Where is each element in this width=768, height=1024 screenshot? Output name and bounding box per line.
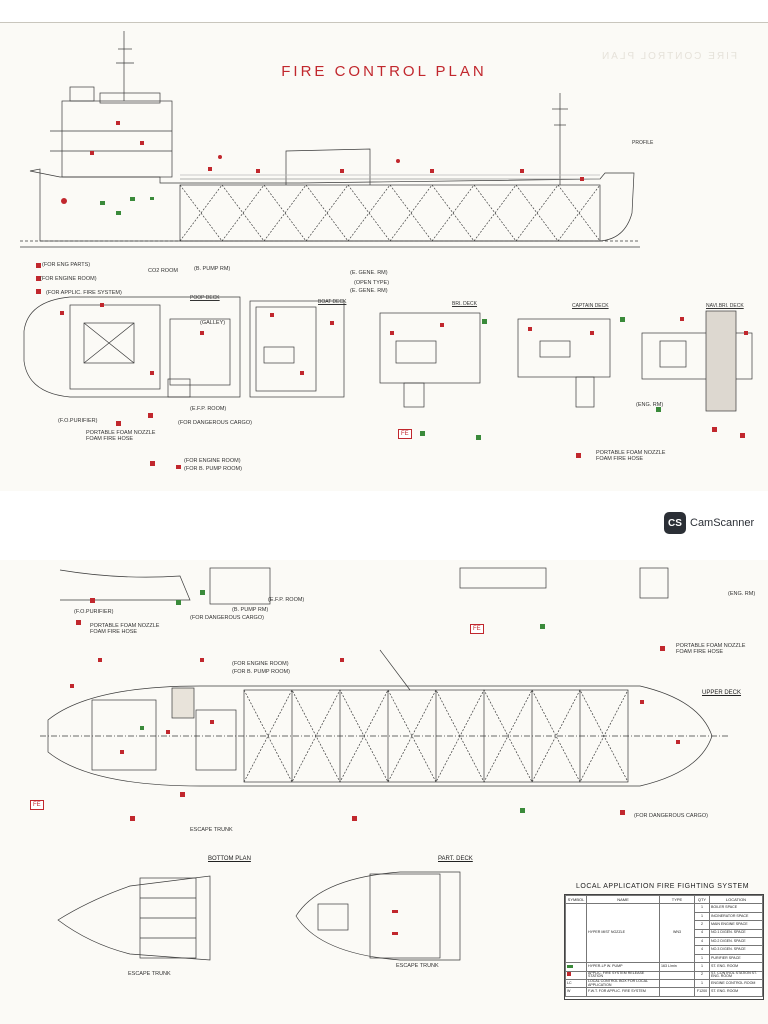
label-portable-foam-top: PORTABLE FOAM NOZZLE — [86, 430, 156, 436]
lafs-name-control: LOCAL CONTROL BOX FOR LOCAL APPLICATION — [586, 978, 660, 989]
label-foam-hose-top: FOAM FIRE HOSE — [86, 436, 134, 442]
lafs-name-pump: HYPER-LP W. PUMP — [586, 962, 660, 972]
lafs-qty-fwt: F1200 — [694, 987, 710, 997]
label-efp-room-bottom: (E.F.P. ROOM) — [268, 597, 305, 603]
lafs-location-release: ST. CONTROL STATION ST. ENG. ROOM — [709, 970, 763, 980]
label-portable-foam-bottom-2: PORTABLE FOAM NOZZLE — [676, 643, 746, 649]
lafs-qty: 4 — [694, 945, 710, 955]
lafs-qty: 1 — [694, 953, 710, 964]
label-for-engine-room-top-2: (FOR ENGINE ROOM) — [184, 458, 241, 464]
label-co2-room: CO2 ROOM — [148, 268, 178, 274]
lafs-location: MAIN ENGINE SPACE — [709, 920, 763, 930]
plan-label-bottom: BOTTOM PLAN — [208, 856, 251, 862]
lafs-table-title: LOCAL APPLICATION FIRE FIGHTING SYSTEM — [576, 883, 750, 890]
label-escape-trunk-2: ESCAPE TRUNK — [128, 971, 171, 977]
lafs-type-control — [659, 978, 695, 989]
label-portable-foam-bottom: PORTABLE FOAM NOZZLE — [90, 623, 160, 629]
label-foam-hose-bottom-2: FOAM FIRE HOSE — [676, 649, 724, 655]
deck-label-boat: BOAT DECK — [318, 299, 347, 305]
label-escape-trunk-3: ESCAPE TRUNK — [396, 963, 439, 969]
label-open-type: (OPEN TYPE) — [354, 280, 390, 286]
lafs-qty: 4 — [694, 936, 710, 947]
label-for-b-pump-room-bottom: (FOR B. PUMP ROOM) — [232, 669, 290, 675]
lafs-header-location: LOCATION — [709, 894, 763, 905]
lafs-symbol-fwt: W — [565, 987, 587, 997]
label-dangerous-cargo-bottom: (FOR DANGEROUS CARGO) — [190, 615, 264, 621]
label-dangerous-cargo-top: (FOR DANGEROUS CARGO) — [178, 420, 252, 426]
lafs-location-fwt: ST. ENG. ROOM — [709, 987, 763, 997]
label-escape-trunk-1: ESCAPE TRUNK — [190, 827, 233, 833]
lafs-qty: 2 — [694, 920, 710, 930]
fe-marker-top: FE — [398, 429, 412, 439]
lafs-location: NO.3 D/GEN. SPACE — [709, 945, 763, 955]
lafs-name-fwt: F.W.T. FOR APPLIC. FIRE SYSTEM — [586, 987, 660, 997]
lafs-type-nozzle: WN3 — [659, 903, 695, 964]
lafs-type-release — [659, 970, 695, 980]
camscanner-watermark: CS CamScanner — [664, 512, 754, 534]
label-eng-rm: (ENG. RM) — [636, 402, 664, 408]
deck-label-bri: BRI. DECK — [452, 301, 478, 307]
lafs-header-symbol: SYMBOL — [565, 894, 587, 905]
label-eng-rm-bottom: (ENG. RM) — [728, 591, 756, 597]
plan-label-part-deck: PART. DECK — [438, 856, 473, 862]
deck-label-navi: NAVI.BRI. DECK — [706, 303, 744, 309]
camscanner-logo-icon: CS — [664, 512, 686, 534]
label-dangerous-cargo-bottom-2: (FOR DANGEROUS CARGO) — [634, 813, 708, 819]
lafs-header-qty: QTY — [694, 894, 710, 905]
lafs-location: NO.1 D/GEN. SPACE — [709, 928, 763, 938]
lafs-header-type: TYPE — [659, 894, 695, 905]
lafs-symbol-pump — [565, 962, 587, 972]
lafs-type-pump: 163 L/min — [659, 962, 695, 972]
lafs-symbol-nozzle — [565, 903, 587, 964]
lafs-name-nozzle: HYPER MIST NOZZLE — [586, 903, 660, 964]
lafs-qty: 1 — [694, 903, 710, 913]
label-b-pump-rm: (B. PUMP RM) — [194, 266, 231, 272]
deck-label-captain: CAPTAIN DECK — [572, 303, 609, 309]
lafs-qty: 1 — [694, 911, 710, 922]
label-portable-foam-top-2: PORTABLE FOAM NOZZLE — [596, 450, 666, 456]
lafs-location-pump: ST. ENG. ROOM — [709, 962, 763, 972]
label-foam-hose-top-2: FOAM FIRE HOSE — [596, 456, 644, 462]
page-title: FIRE CONTROL PLAN — [281, 63, 487, 80]
lafs-location-control: ENGINE CONTROL ROOM — [709, 978, 763, 989]
label-fo-purifier-bottom: (F.O.PURIFIER) — [74, 609, 114, 615]
fe-marker-bottom-1: FE — [470, 624, 484, 634]
deck-label-upper: UPPER DECK — [702, 690, 742, 696]
lafs-table: SYMBOL NAME TYPE QTY LOCATION HYPER MIST… — [564, 894, 764, 1000]
label-foam-hose-bottom: FOAM FIRE HOSE — [90, 629, 138, 635]
label-e-gene-rm-1: (E. GENE. RM) — [350, 270, 388, 276]
label-for-eng-parts: (FOR ENG PARTS) — [42, 262, 91, 268]
lafs-qty: 4 — [694, 928, 710, 938]
lafs-qty-release: 2 — [694, 970, 710, 980]
fe-marker-bottom-2: FE — [30, 800, 44, 810]
label-for-applic-top: (FOR APPLIC. FIRE SYSTEM) — [46, 290, 122, 296]
lafs-location: BOILER SPACE — [709, 903, 763, 913]
label-for-b-pump-room-top: (FOR B. PUMP ROOM) — [184, 466, 242, 472]
label-fo-purifier: (F.O.PURIFIER) — [58, 418, 98, 424]
lafs-header-name: NAME — [586, 894, 660, 905]
label-galley: (GALLEY) — [200, 320, 226, 326]
lafs-qty-control: 1 — [694, 978, 710, 989]
deck-label-poop: POOP DECK — [190, 295, 220, 301]
upper-deck-drawing — [40, 567, 730, 961]
label-efp-room: (E.F.P. ROOM) — [190, 406, 227, 412]
lafs-symbol-release — [565, 970, 587, 980]
lafs-symbol-control: LC — [565, 978, 587, 989]
label-e-gene-rm-2: (E. GENE. RM) — [350, 288, 388, 294]
camscanner-name: CamScanner — [690, 517, 755, 529]
lafs-qty-pump: 1 — [694, 962, 710, 972]
lafs-location: PURIFIER SPACE — [709, 953, 763, 964]
lafs-type-fwt — [659, 987, 695, 997]
label-for-engine-room-top: (FOR ENGINE ROOM) — [40, 276, 97, 282]
label-for-engine-room-bottom: (FOR ENGINE ROOM) — [232, 661, 289, 667]
profile-label: PROFILE — [632, 140, 654, 146]
ship-profile-drawing: PROFILE — [20, 31, 753, 469]
lafs-location: INCINERATOR SPACE — [709, 911, 763, 922]
label-b-pump-rm-bottom: (B. PUMP RM) — [232, 607, 269, 613]
lafs-location: NO.2 D/GEN. SPACE — [709, 936, 763, 947]
top-scan-sheet: FIRE CONTROL PLAN FIRE CONTROL PLAN — [0, 22, 768, 491]
